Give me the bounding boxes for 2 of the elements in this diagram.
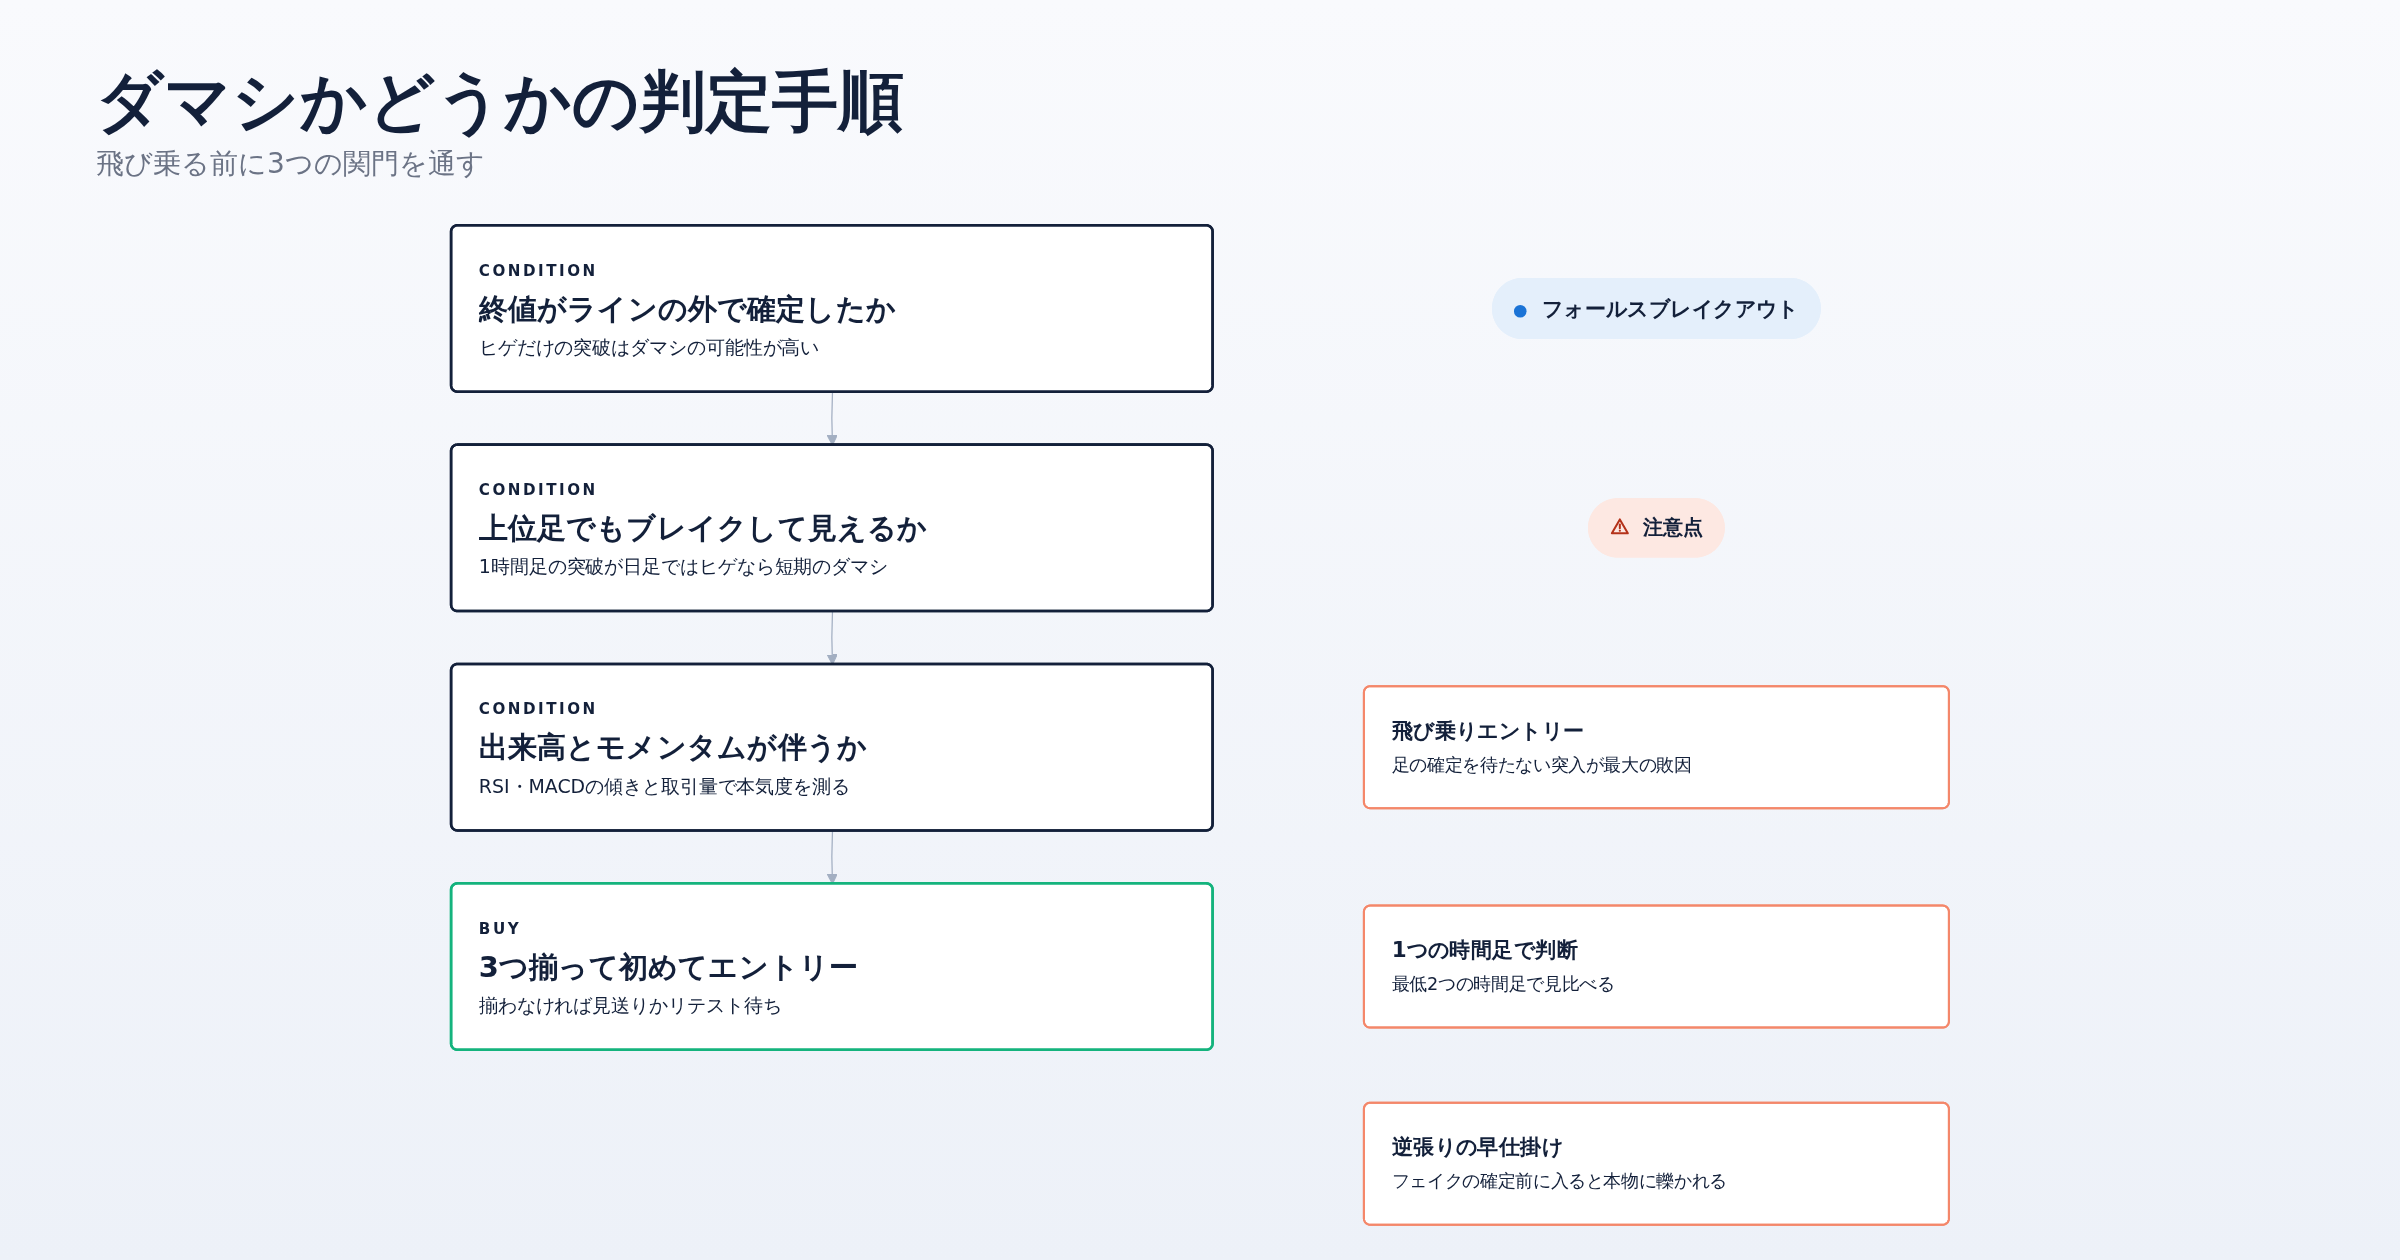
subtitle-text: 飛び乗る前に3つの関門を通す <box>96 146 485 183</box>
title: ダマシかどうかの判定手順 <box>96 62 904 142</box>
